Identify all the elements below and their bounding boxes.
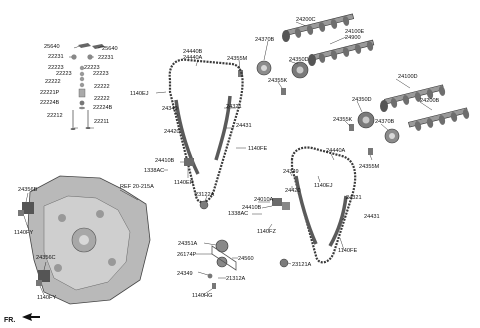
label-22231-left: 22231 [48,54,64,60]
sensor-24356c [36,270,50,286]
tensioner-body-24010a [282,202,290,210]
timing-chain-upper [168,58,244,204]
label-22211: 22211 [94,119,109,125]
label-24355k-top: 24355K [268,78,288,84]
label-1140er: 1140ER [174,180,194,186]
bolt-24355k-top [281,88,286,95]
label-24200c: 24200C [296,17,316,23]
camshaft-lower-exhaust [408,107,470,131]
label-23122a: 23122A [195,192,215,198]
engine-cover [27,175,151,305]
label-24349-lower: 24349 [283,169,299,175]
label-24410b-top: 24410B [155,158,175,164]
label-24355m-top: 24355M [227,56,248,62]
valve-train-parts [70,43,105,130]
tensioner-upper [184,158,194,166]
label-24356b: 24356B [18,187,38,193]
label-24356c: 24356C [36,255,56,261]
cam-sprocket-upper [256,60,272,76]
label-24350d-lower: 24350D [352,97,372,103]
label-1140ej-top: 1140EJ [130,91,149,97]
label-24431-lower: 24431 [364,214,380,220]
label-1338ac-lower: 1338AC [228,211,248,217]
bolt-24355k-lower [349,124,354,131]
label-25640-left: 25640 [44,44,60,50]
label-22221p: 22221P [40,90,60,96]
cvvt-upper [291,61,309,79]
chain-guide-right-upper [214,95,232,161]
label-24321-lower: 24321 [346,195,362,201]
label-23121a: 23121A [292,262,312,268]
timing-chain-lower [290,146,357,264]
label-22223-d: 22223 [93,71,109,77]
oil-pump-drive [207,239,237,289]
label-24560: 24560 [238,256,254,262]
reference-label: REF 20-215A [120,184,154,190]
label-22222-a: 22222 [45,79,61,85]
front-direction-arrow-icon [22,313,40,321]
part-labels: 24200C 24100E 24900 24370B 24355M 24350D… [4,17,440,324]
camshaft-upper-exhaust [282,13,355,42]
label-24350d-top: 24350D [289,57,309,63]
camshaft-upper-intake [308,39,375,66]
label-24321-top: 24321 [226,104,242,110]
bolt-24355m-lower [368,148,373,155]
sensor-24356b [18,202,34,216]
crank-sprocket-23122a [199,200,209,210]
label-22223-a: 22223 [48,65,64,71]
label-22224b-left: 22224B [40,100,60,106]
label-22223-b: 22223 [84,65,100,71]
label-22223-c: 22223 [56,71,72,77]
crank-sprocket-23121a [279,258,289,268]
label-24355m-lower: 24355M [359,164,380,170]
chain-guide-right-lower [328,195,348,247]
label-1338ac-top: 1338AC [144,168,164,174]
front-direction-label: FR. [4,317,15,324]
label-22222-c: 22222 [94,96,110,102]
leader-lines [23,21,433,296]
label-24349-top: 24349 [162,106,178,112]
label-22222-b: 22222 [94,84,110,90]
label-1140fy-b: 1140FY [37,295,56,301]
label-24420-top: 24420 [164,129,180,135]
label-1140ej-lower: 1140EJ [314,183,333,189]
label-24431-top: 24431 [236,123,252,129]
label-1140fe-top: 1140FE [248,146,267,152]
label-24010a: 24010A [254,197,274,203]
camshaft-lower-intake [380,84,446,112]
label-26174p: 26174P [177,252,197,258]
label-24440b: 24440B [183,49,203,55]
chain-guide-left-lower [294,175,318,245]
label-1140fe-lower: 1140FE [338,248,357,254]
label-24370b-top: 24370B [255,37,275,43]
label-24410b-lower: 24410B [242,205,262,211]
label-24440a-top: 24440A [183,55,203,61]
label-21312a: 21312A [226,276,246,282]
label-24370b-lower: 24370B [375,119,395,125]
label-1140hg: 1140HG [192,293,212,299]
tensioner-lower [272,198,282,206]
label-24100e: 24100E [345,29,365,35]
cvvt-lower [357,111,375,129]
label-24440a-lower: 24440A [326,148,346,154]
cam-sprocket-lower [384,128,400,144]
label-1140fz: 1140FZ [257,229,276,235]
label-22212: 22212 [47,113,63,119]
chain-guide-left-upper [174,99,200,175]
label-22224b-right: 22224B [93,105,113,111]
label-24200b: 24200B [420,98,440,104]
label-24900: 24900 [345,35,361,41]
label-24100d: 24100D [398,74,418,80]
label-24351a: 24351A [178,241,198,247]
label-25640-right: 25640 [102,46,118,52]
label-1140fy-a: 1140FY [14,230,33,236]
label-24349-oil-pump: 24349 [177,271,193,277]
label-24355k-lower: 24355K [333,117,353,123]
label-22231-right: 22231 [98,55,114,61]
label-24420-lower: 24420 [285,188,301,194]
